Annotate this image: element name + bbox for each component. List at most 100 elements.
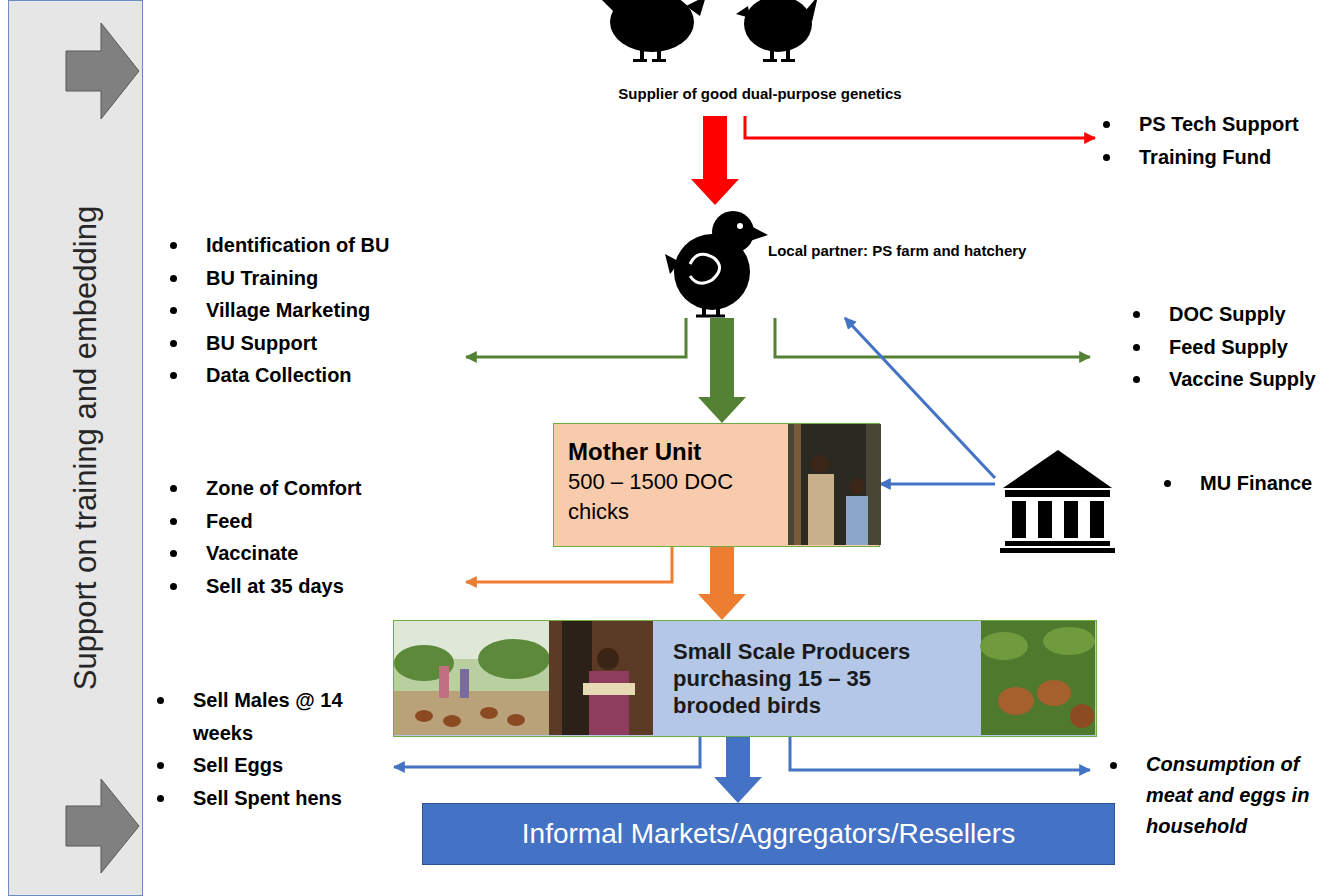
chick-icon bbox=[665, 211, 768, 316]
connector-arrow bbox=[790, 737, 1090, 770]
hen-body bbox=[610, 0, 694, 52]
mother-unit-box: Mother Unit500 – 1500 DOC chicks bbox=[553, 423, 880, 547]
block-arrow bbox=[691, 116, 739, 205]
hen-silhouettes bbox=[596, 0, 818, 62]
bullet-item: Sell Spent hens bbox=[153, 782, 394, 815]
box-body: Small Scale Producers purchasing 15 – 35… bbox=[673, 638, 951, 719]
bullet-list: MU Finance bbox=[995, 467, 1344, 500]
hen bbox=[480, 707, 498, 719]
bullet-item: PS Tech Support bbox=[1099, 108, 1344, 141]
hen-leg bbox=[640, 48, 644, 60]
bullet-item: Data Collection bbox=[166, 359, 466, 392]
ground bbox=[394, 691, 549, 735]
hen bbox=[443, 715, 461, 727]
connector-arrow bbox=[466, 318, 686, 357]
producers-box: Small Scale Producers purchasing 15 – 35… bbox=[393, 620, 1097, 737]
bank-icon bbox=[1000, 450, 1115, 553]
hatchery-node: Local partner: PS farm and hatchery bbox=[665, 205, 1115, 318]
hen-head bbox=[686, 0, 706, 16]
person-head bbox=[849, 478, 865, 494]
bullets: MU Finance bbox=[995, 467, 1344, 500]
market-bar: Informal Markets/Aggregators/Resellers bbox=[422, 803, 1115, 865]
leaves bbox=[980, 632, 1028, 660]
woman-dress bbox=[589, 671, 629, 735]
bullet-item: BU Support bbox=[166, 327, 466, 360]
bank-beam bbox=[1005, 490, 1110, 497]
bullet-item: Identification of BU bbox=[166, 229, 466, 262]
side-band: Support on training and embedding bbox=[8, 0, 143, 896]
bullet-item: Sell Males @ 14 weeks bbox=[153, 684, 394, 749]
producers-text: Small Scale Producers purchasing 15 – 35… bbox=[673, 638, 951, 719]
connector-arrow bbox=[394, 737, 700, 767]
block-arrow bbox=[714, 737, 762, 803]
bullets: PS Tech SupportTraining Fund bbox=[1095, 108, 1344, 173]
woman-head bbox=[597, 648, 619, 670]
bullet-item: BU Training bbox=[166, 262, 466, 295]
hens-photo bbox=[981, 621, 1095, 735]
hen-body bbox=[744, 0, 812, 52]
block-arrow bbox=[698, 318, 746, 423]
hen-foot bbox=[652, 59, 666, 62]
hen-beak bbox=[736, 6, 750, 18]
hen-leg bbox=[770, 48, 774, 60]
bullets: Zone of ComfortFeedVaccinateSell at 35 d… bbox=[166, 472, 466, 602]
chick-wing bbox=[690, 254, 720, 283]
connector-arrow bbox=[880, 483, 995, 486]
bullet-list: Identification of BUBU TrainingVillage M… bbox=[166, 229, 466, 392]
bullet-item: Vaccinate bbox=[166, 537, 466, 570]
interior-photo bbox=[549, 621, 653, 735]
bar-label: Informal Markets/Aggregators/Resellers bbox=[522, 818, 1015, 850]
person-shirt bbox=[846, 496, 868, 545]
egg-tray bbox=[583, 683, 635, 695]
bullet-item: Zone of Comfort bbox=[166, 472, 466, 505]
photo-background bbox=[788, 424, 881, 545]
chick-tail bbox=[665, 254, 680, 274]
hen-foot bbox=[781, 59, 795, 62]
mother-unit-text: Mother Unit500 – 1500 DOC chicks bbox=[568, 437, 773, 527]
bank-column bbox=[1090, 501, 1104, 538]
chick-head bbox=[712, 211, 754, 253]
bullet-item: MU Finance bbox=[1160, 467, 1344, 500]
grey-arrow bbox=[66, 23, 139, 119]
bullet-item: Feed Supply bbox=[1129, 331, 1344, 364]
bullets: DOC SupplyFeed SupplyVaccine Supply bbox=[1090, 298, 1344, 396]
bank-roof bbox=[1003, 450, 1112, 488]
block-arrow bbox=[698, 547, 746, 620]
grey-arrow bbox=[66, 779, 139, 873]
supplier-caption: Supplier of good dual-purpose genetics bbox=[555, 84, 965, 116]
hen bbox=[507, 714, 525, 726]
partner-label: Local partner: PS farm and hatchery bbox=[768, 241, 1026, 261]
doorway bbox=[562, 621, 592, 735]
bullets: Sell Males @ 14 weeksSell EggsSell Spent… bbox=[150, 684, 394, 814]
bullet-list: DOC SupplyFeed SupplyVaccine Supply bbox=[1090, 298, 1344, 396]
partner-text: Local partner: PS farm and hatchery bbox=[768, 241, 1026, 261]
bank-column bbox=[1038, 501, 1052, 538]
bullet-list: Zone of ComfortFeedVaccinateSell at 35 d… bbox=[166, 472, 466, 602]
door-frame bbox=[794, 424, 801, 545]
person-dress bbox=[808, 474, 834, 545]
bullet-item: Sell at 35 days bbox=[166, 570, 466, 603]
bank-base bbox=[1000, 548, 1115, 553]
leaves bbox=[1043, 627, 1095, 655]
connector-arrow bbox=[466, 547, 672, 582]
connector-arrow bbox=[775, 318, 1090, 357]
hen-tail bbox=[806, 0, 818, 22]
bullet-list: Consumption of meat and eggs in househol… bbox=[1090, 749, 1344, 842]
bullets: Consumption of meat and eggs in househol… bbox=[1090, 749, 1344, 842]
caption-text: Supplier of good dual-purpose genetics bbox=[555, 84, 965, 104]
chick-feet bbox=[696, 315, 725, 318]
person-head bbox=[811, 455, 829, 473]
hen bbox=[998, 687, 1034, 715]
bullet-item: DOC Supply bbox=[1129, 298, 1344, 331]
person bbox=[439, 666, 449, 698]
chick-eye bbox=[737, 223, 743, 229]
box-title: Mother Unit bbox=[568, 437, 773, 467]
bank-base bbox=[1005, 541, 1110, 546]
hen-leg bbox=[786, 48, 790, 60]
tree bbox=[478, 639, 550, 679]
hen-leg bbox=[657, 48, 661, 60]
bullet-item: Village Marketing bbox=[166, 294, 466, 327]
chick-beak bbox=[750, 226, 768, 241]
bullet-item: Vaccine Supply bbox=[1129, 363, 1344, 396]
